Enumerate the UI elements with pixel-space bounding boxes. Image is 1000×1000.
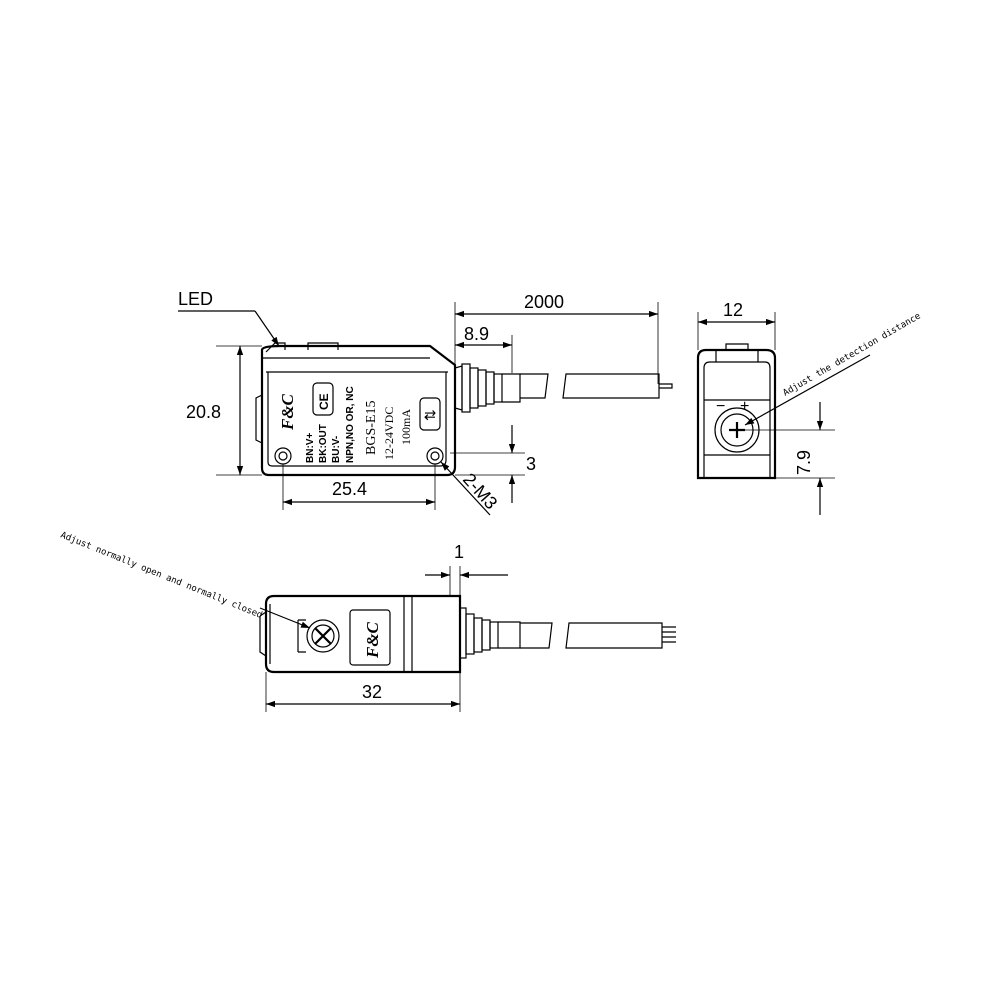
output-type-label: NPN,NO OR, NC bbox=[345, 386, 356, 463]
dim-width-side: 12 bbox=[723, 300, 743, 320]
model-label: BGS-E15 bbox=[364, 401, 379, 455]
side-view: − + bbox=[696, 343, 777, 480]
dim-hole-offset: 3 bbox=[526, 454, 536, 474]
front-view bbox=[255, 342, 673, 477]
top-view: F&C bbox=[259, 594, 676, 674]
wire-label-3: BU:V- bbox=[331, 436, 342, 463]
dim-protrusion: 1 bbox=[454, 542, 464, 562]
knob-plus-symbol: + bbox=[740, 398, 749, 415]
adjust-distance-callout: Adjust the detection distance bbox=[782, 311, 923, 398]
current-label: 100mA bbox=[399, 409, 413, 445]
direction-arrow-icon: ⇅ bbox=[422, 409, 438, 421]
dim-height-front: 20.8 bbox=[186, 402, 221, 422]
dim-adjust-offset: 7.9 bbox=[794, 450, 814, 475]
voltage-label: 12-24VDC bbox=[382, 407, 396, 460]
adjust-mode-callout: Adjust normally open and normally closed bbox=[59, 531, 264, 621]
side-dimensions: 12 7.9 Adjust the detection distance bbox=[697, 300, 923, 515]
dim-cable-length: 2000 bbox=[524, 292, 564, 312]
dim-screw-spec: 2-M3 bbox=[459, 469, 501, 513]
front-dimensions: LED 20.8 25.4 3 2-M3 8.9 2000 bbox=[178, 289, 659, 516]
knob-minus-symbol: − bbox=[716, 398, 725, 415]
dim-cable-lead: 8.9 bbox=[464, 324, 489, 344]
brand-logo: F&C bbox=[278, 393, 297, 431]
front-label: F&C CE BN:V+ BK:OUT BU:V- NPN,NO OR, NC … bbox=[278, 386, 438, 463]
top-dimensions: 1 32 Adjust normally open and normally c… bbox=[59, 531, 508, 712]
wire-label-1: BN:V+ bbox=[305, 433, 316, 463]
led-callout: LED bbox=[178, 289, 213, 309]
brand-logo-top: F&C bbox=[363, 621, 382, 659]
ce-mark: CE bbox=[317, 393, 331, 410]
dim-length-front: 25.4 bbox=[332, 479, 367, 499]
wire-label-2: BK:OUT bbox=[318, 424, 329, 463]
dim-length-top: 32 bbox=[362, 682, 382, 702]
